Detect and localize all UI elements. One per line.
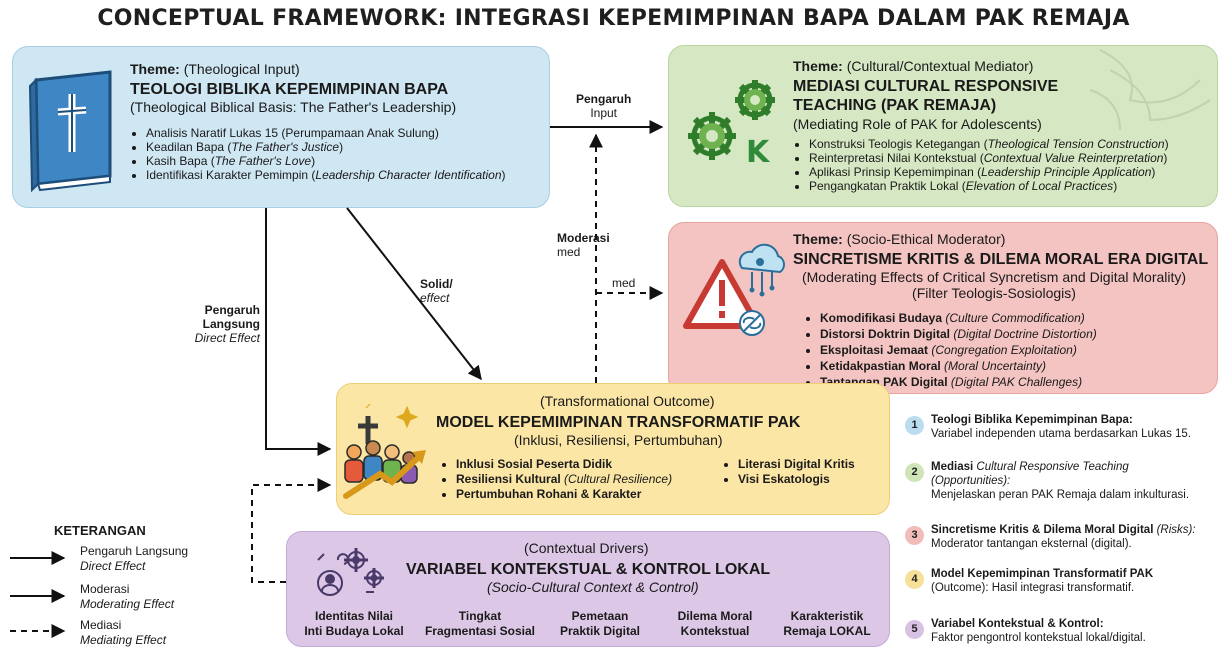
- transformational-outcome-box: [336, 383, 890, 515]
- list-item: Pertumbuhan Rohani & Karakter: [456, 487, 672, 502]
- list-item: Keadilan Bapa (The Father's Justice): [146, 140, 506, 154]
- syncretism-theme: Theme: (Socio-Ethical Moderator): [793, 231, 1006, 247]
- note-number-1: 1: [905, 416, 924, 435]
- list-item: Pengangkatan Praktik Lokal (Elevation of…: [809, 179, 1169, 193]
- list-item: Reinterpretasi Nilai Kontekstual (Contex…: [809, 151, 1169, 165]
- model-theme: (Transformational Outcome): [540, 393, 715, 409]
- cultural-theme: Theme: (Cultural/Contextual Mediator): [793, 58, 1034, 74]
- model-subheading: (Inklusi, Resiliensi, Pertumbuhan): [514, 432, 723, 448]
- list-item: Distorsi Doktrin Digital (Digital Doctri…: [820, 326, 1097, 342]
- list-item: Analisis Naratif Lukas 15 (Perumpamaan A…: [146, 126, 506, 140]
- syncretism-list: Komodifikasi Budaya (Culture Commodifica…: [806, 310, 1097, 390]
- list-item: Resiliensi Kultural (Cultural Resilience…: [456, 472, 672, 487]
- list-item: Ketidakpastian Moral (Moral Uncertainty): [820, 358, 1097, 374]
- variables-heading: VARIABEL KONTEKSTUAL & KONTROL LOKAL: [406, 561, 771, 578]
- variables-subheading: (Socio-Cultural Context & Control): [487, 579, 699, 595]
- note-5: Variabel Kontekstual & Kontrol:Faktor pe…: [931, 618, 1146, 644]
- model-left-list: Inklusi Sosial Peserta Didik Resiliensi …: [442, 457, 672, 502]
- list-item: Identifikasi Karakter Pemimpin (Leadersh…: [146, 168, 506, 182]
- model-heading: MODEL KEPEMIMPINAN TRANSFORMATIF PAK: [436, 414, 801, 431]
- theological-heading: TEOLOGI BIBLIKA KEPEMIMPINAN BAPA: [130, 81, 449, 98]
- syncretism-subheading: (Moderating Effects of Critical Syncreti…: [801, 269, 1187, 285]
- list-item: Konstruksi Teologis Ketegangan (Theologi…: [809, 137, 1169, 151]
- list-item: Eksploitasi Jemaat (Congregation Exploit…: [820, 342, 1097, 358]
- cultural-heading-1: MEDIASI CULTURAL RESPONSIVE: [793, 78, 1059, 95]
- contextual-drivers-box: [286, 531, 890, 647]
- note-2: Mediasi Cultural Responsive Teaching(Opp…: [931, 461, 1190, 501]
- model-right-list: Literasi Digital Kritis Visi Eskatologis: [724, 457, 855, 487]
- note-3: Sincretisme Kritis & Dilema Moral Digita…: [931, 524, 1196, 550]
- list-item: Inklusi Sosial Peserta Didik: [456, 457, 672, 472]
- label-solid-effect: Solid/effect: [420, 277, 453, 305]
- list-item: Visi Eskatologis: [738, 472, 855, 487]
- arrow-direct: [265, 208, 332, 456]
- page-title: CONCEPTUAL FRAMEWORK: INTEGRASI KEPEMIMP…: [97, 6, 1130, 31]
- note-number-3: 3: [905, 526, 924, 545]
- note-number-4: 4: [905, 570, 924, 589]
- variables-theme: (Contextual Drivers): [524, 540, 649, 556]
- label-med: med: [612, 276, 636, 290]
- syncretism-heading: SINCRETISME KRITIS & DILEMA MORAL ERA DI…: [793, 251, 1209, 268]
- theological-subheading: (Theological Biblical Basis: The Father'…: [130, 99, 457, 115]
- cultural-subheading: (Mediating Role of PAK for Adolescents): [793, 116, 1042, 132]
- cultural-heading-2: TEACHING (PAK REMAJA): [793, 97, 997, 114]
- theological-list: Analisis Naratif Lukas 15 (Perumpamaan A…: [132, 126, 506, 182]
- list-item: Literasi Digital Kritis: [738, 457, 855, 472]
- note-number-2: 2: [905, 463, 924, 482]
- note-1: Teologi Biblika Kepemimpinan Bapa:Variab…: [931, 414, 1191, 440]
- list-item: Aplikasi Prinsip Kepemimpinan (Leadershi…: [809, 165, 1169, 179]
- note-4: Model Kepemimpinan Transformatif PAK(Out…: [931, 568, 1154, 594]
- list-item: Kasih Bapa (The Father's Love): [146, 154, 506, 168]
- list-item: Komodifikasi Budaya (Culture Commodifica…: [820, 310, 1097, 326]
- note-number-5: 5: [905, 620, 924, 639]
- cultural-list: Konstruksi Teologis Ketegangan (Theologi…: [795, 137, 1169, 193]
- syncretism-filter: (Filter Teologis-Sosiologis): [912, 285, 1076, 301]
- theological-theme: Theme: (Theological Input): [130, 61, 300, 77]
- arrow-solid-effect: [346, 207, 482, 381]
- legend-title: KETERANGAN: [54, 523, 146, 538]
